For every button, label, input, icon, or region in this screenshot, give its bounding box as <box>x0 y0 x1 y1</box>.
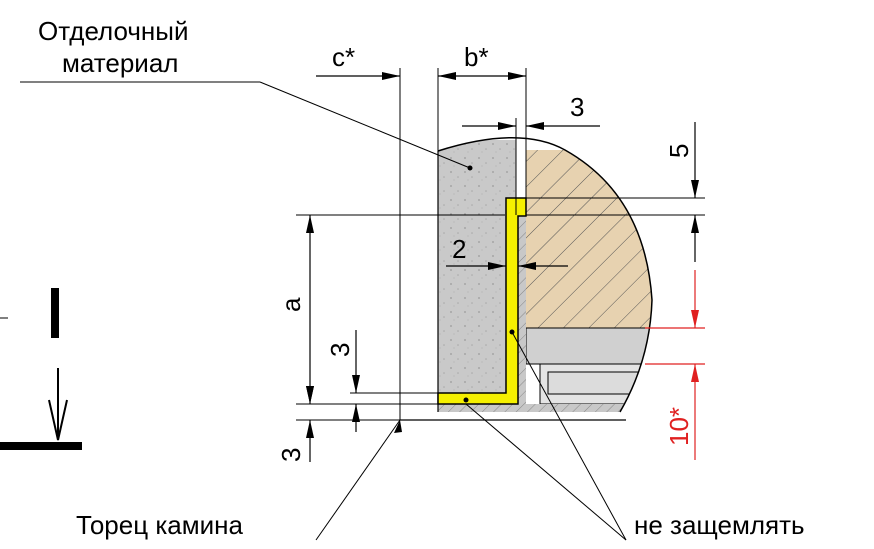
svg-text:3: 3 <box>325 343 355 357</box>
insulation-layer <box>525 327 652 365</box>
dim-c-label: c* <box>332 42 355 72</box>
yellow-l-profile <box>437 197 527 405</box>
dim-gap-2: 2 <box>446 234 568 270</box>
dim-bottom-3: 3 <box>276 386 314 462</box>
wood-board <box>526 150 652 328</box>
svg-text:не защемлять: не защемлять <box>634 510 805 540</box>
svg-text:материал: материал <box>62 48 178 78</box>
svg-text:10*: 10* <box>664 407 694 446</box>
svg-text:Отделочный: Отделочный <box>38 16 189 46</box>
svg-text:3: 3 <box>276 448 306 462</box>
label-fireplace-end: Торец камина <box>76 419 402 541</box>
svg-text:3: 3 <box>570 92 584 122</box>
dim-c: c* b* <box>316 42 526 80</box>
svg-text:2: 2 <box>452 234 466 264</box>
dim-top-5: 5 <box>664 122 699 262</box>
svg-text:a: a <box>276 297 306 312</box>
dim-left-3: 3 <box>325 330 360 432</box>
label-finish-material: Отделочный материал <box>20 16 473 171</box>
section-marker <box>0 288 82 450</box>
svg-text:5: 5 <box>664 144 694 158</box>
svg-text:Торец камина: Торец камина <box>76 510 244 540</box>
dim-red-10: 10* <box>645 270 705 460</box>
fireplace-base <box>438 404 652 412</box>
dim-b-label: b* <box>464 42 489 72</box>
dim-gap-top: 3 <box>462 92 600 130</box>
detail-view <box>438 140 652 412</box>
label-do-not-clamp: не защемлять <box>463 329 805 541</box>
dim-a: a <box>276 215 314 404</box>
